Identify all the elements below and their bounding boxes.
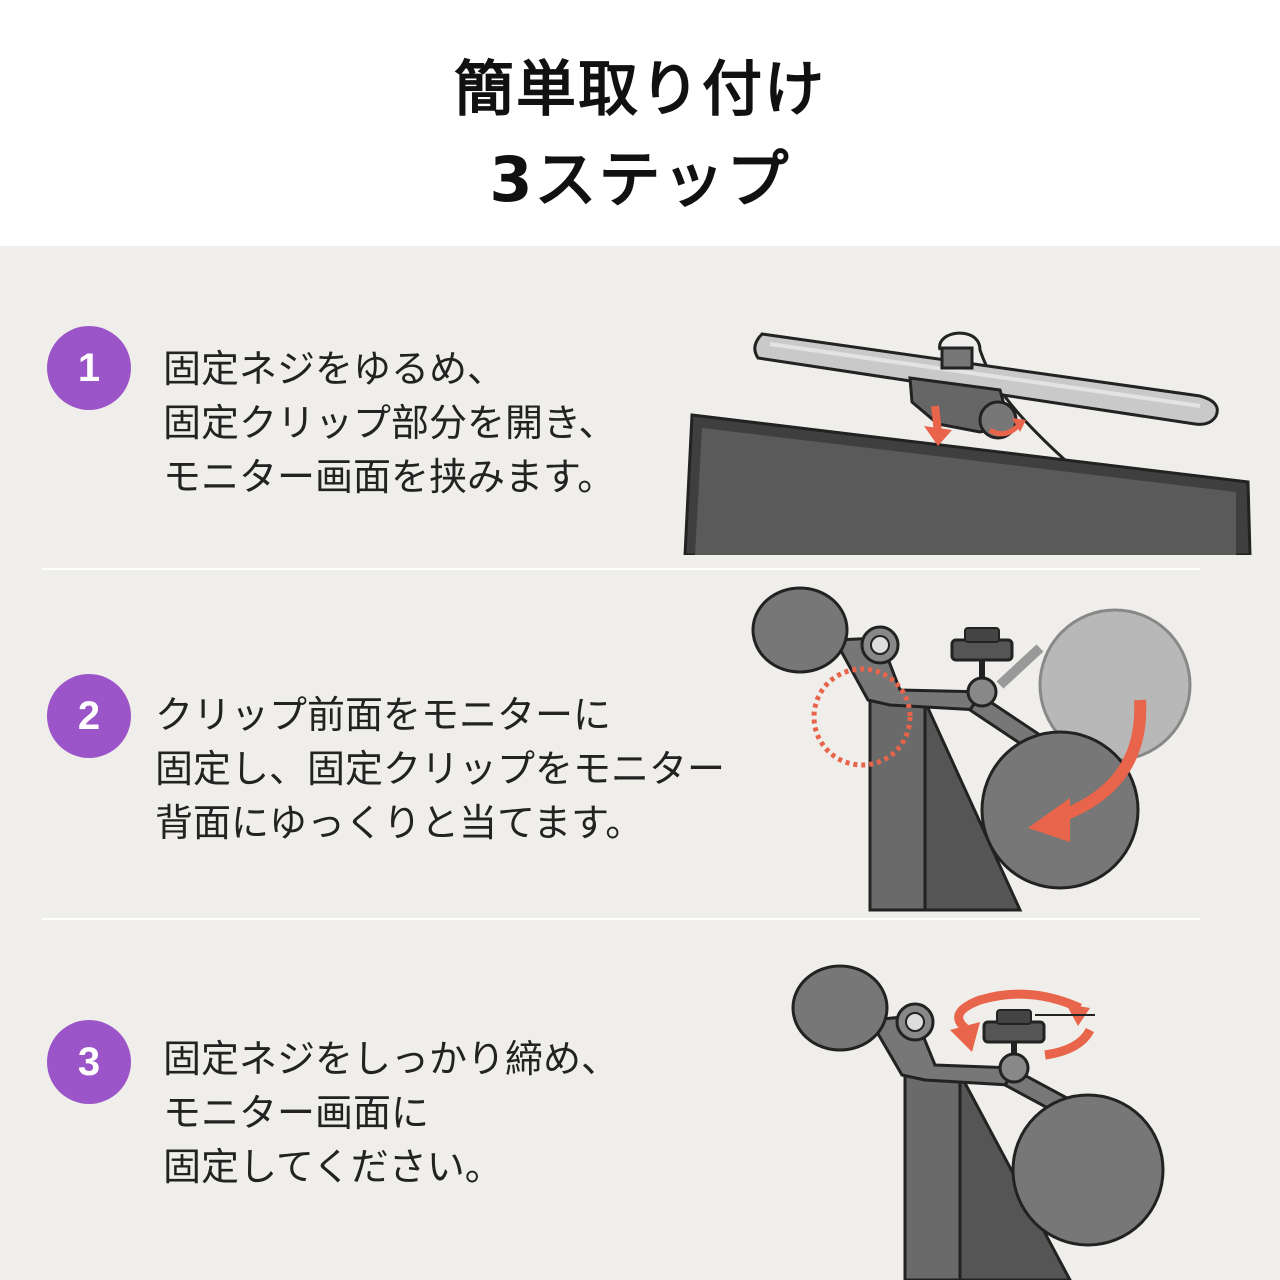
step-3-illustration — [791, 964, 1165, 1280]
step-2-line-3: 背面にゆっくりと当てます。 — [155, 801, 644, 845]
divider-2 — [42, 918, 1200, 920]
step-1-text: 固定ネジをゆるめ、 固定クリップ部分を開き、 モニター画面を挟みます。 — [163, 342, 616, 504]
step-3-line-2: モニター画面に — [163, 1091, 430, 1135]
step-3-text: 固定ネジをしっかり締め、 モニター画面に 固定してください。 — [163, 1032, 619, 1194]
step-2-badge: 2 — [47, 674, 131, 758]
step-3-line-3: 固定してください。 — [163, 1145, 503, 1189]
step-1-line-2: 固定クリップ部分を開き、 — [163, 401, 617, 445]
step-1-line-1: 固定ネジをゆるめ、 — [163, 347, 506, 391]
step-2-line-2: 固定し、固定クリップをモニター — [155, 747, 726, 791]
step-2-illustration — [751, 586, 1192, 912]
page-title: 簡単取り付け — [454, 55, 826, 125]
step-3-line-1: 固定ネジをしっかり締め、 — [163, 1037, 620, 1081]
step-1-line-3: モニター画面を挟みます。 — [163, 455, 616, 499]
step-2-text: クリップ前面をモニターに 固定し、固定クリップをモニター 背面にゆっくりと当てま… — [155, 688, 725, 850]
step-3-badge: 3 — [47, 1020, 131, 1104]
step-2-line-1: クリップ前面をモニターに — [155, 693, 612, 737]
header: 簡単取り付け 3ステップ — [0, 0, 1280, 246]
divider-1 — [42, 568, 1200, 570]
page-subtitle: 3ステップ — [489, 143, 791, 216]
step-1-illustration — [683, 331, 1252, 555]
step-1-badge: 1 — [47, 326, 131, 410]
